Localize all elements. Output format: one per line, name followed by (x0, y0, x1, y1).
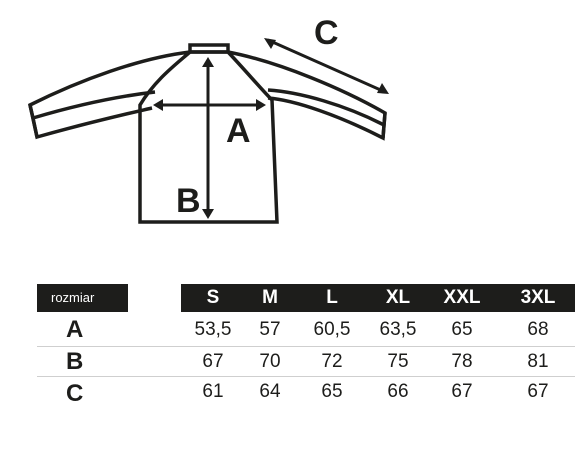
jacket-left-cuff (28, 104, 39, 138)
row-label-c: C (66, 380, 84, 407)
jacket-diagram: A B C (27, 14, 389, 224)
size-header-l: L (326, 287, 338, 308)
table-cell: 67 (202, 351, 224, 372)
size-header-bar (181, 284, 575, 312)
table-cell: 67 (451, 381, 473, 402)
row-divider (37, 376, 575, 377)
size-header-3xl: 3XL (520, 287, 556, 308)
table-cell: 68 (527, 319, 549, 340)
table-cell: 70 (259, 351, 281, 372)
table-cell: 67 (527, 381, 549, 402)
label-a: A (226, 112, 251, 150)
table-cell: 75 (387, 351, 409, 372)
table-cell: 60,5 (313, 319, 351, 340)
row-label-a: A (66, 316, 84, 343)
table-cell: 65 (321, 381, 343, 402)
size-header-s: S (206, 287, 220, 308)
table-cell: 63,5 (379, 319, 417, 340)
table-cell: 81 (527, 351, 549, 372)
table-cell: 64 (259, 381, 281, 402)
size-header-xxl: XXL (443, 287, 481, 308)
jacket-right-sleeve (227, 50, 387, 141)
size-header-xl: XL (385, 287, 411, 308)
label-b: B (176, 182, 201, 220)
table-cell: 57 (259, 319, 281, 340)
table-cell: 72 (321, 351, 343, 372)
row-divider (37, 346, 575, 347)
table-cell: 53,5 (194, 319, 232, 340)
table-cell: 78 (451, 351, 473, 372)
table-cell: 61 (202, 381, 224, 402)
size-label-header: rozmiar (37, 284, 128, 312)
jacket-left-sleeve (27, 50, 191, 140)
measure-c-arrow (267, 38, 386, 94)
row-label-b: B (66, 348, 84, 375)
label-c: C (314, 14, 339, 52)
table-cell: 66 (387, 381, 409, 402)
table-cell: 65 (451, 319, 473, 340)
size-header-m: M (262, 287, 278, 308)
